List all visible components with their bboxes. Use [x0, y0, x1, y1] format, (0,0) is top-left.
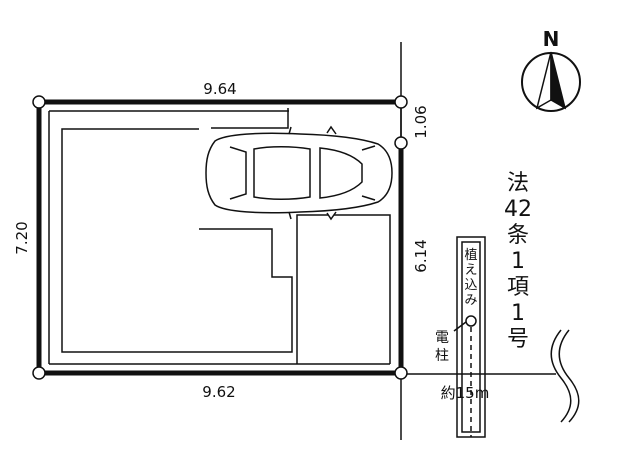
corner-markers	[32, 95, 408, 380]
car-icon	[205, 125, 393, 221]
corner-marker-nw	[32, 95, 46, 109]
utility-pole	[453, 315, 477, 437]
compass: N	[521, 27, 581, 112]
corner-marker-e	[394, 136, 408, 150]
dimension-right-upper: 1.06	[412, 105, 430, 138]
dimension-right-lower: 6.14	[412, 239, 430, 272]
svg-text:条: 条	[507, 223, 529, 248]
property-outline	[36, 99, 404, 376]
dimension-top: 9.64	[203, 80, 236, 98]
dimension-left: 7.20	[13, 221, 31, 254]
distance-label: 約15m	[441, 384, 490, 402]
svg-text:植: 植	[464, 248, 477, 263]
svg-text:え: え	[464, 263, 477, 278]
dimension-bottom: 9.62	[202, 383, 235, 401]
pole-label: 電 柱	[435, 330, 449, 364]
north-arrow-icon	[535, 51, 567, 110]
corner-marker-se	[394, 366, 408, 380]
inner-lines	[48, 108, 391, 365]
svg-text:み: み	[464, 293, 477, 308]
inner-right-line	[296, 214, 391, 364]
svg-text:1: 1	[511, 301, 525, 326]
svg-text:号: 号	[507, 327, 529, 352]
svg-text:法: 法	[507, 171, 529, 196]
svg-text:項: 項	[507, 275, 529, 300]
utility-pole-icon	[465, 315, 477, 327]
svg-text:込: 込	[464, 278, 477, 293]
svg-text:電: 電	[435, 330, 449, 346]
svg-text:1: 1	[511, 249, 525, 274]
compass-north-label: N	[543, 27, 560, 51]
corner-marker-ne	[394, 95, 408, 109]
parking-outline	[211, 108, 289, 129]
pole-leader-line	[453, 321, 467, 332]
road-continuation-mark-icon	[558, 329, 580, 423]
planting-label: 植 え 込 み	[464, 248, 477, 308]
corner-marker-sw	[32, 366, 46, 380]
building-outline	[61, 128, 293, 353]
svg-text:42: 42	[504, 197, 532, 222]
road-continuation-mark-icon-2	[550, 329, 572, 423]
road-law-label: 法 42 条 1 項 1 号	[504, 171, 532, 352]
svg-text:柱: 柱	[435, 348, 449, 364]
